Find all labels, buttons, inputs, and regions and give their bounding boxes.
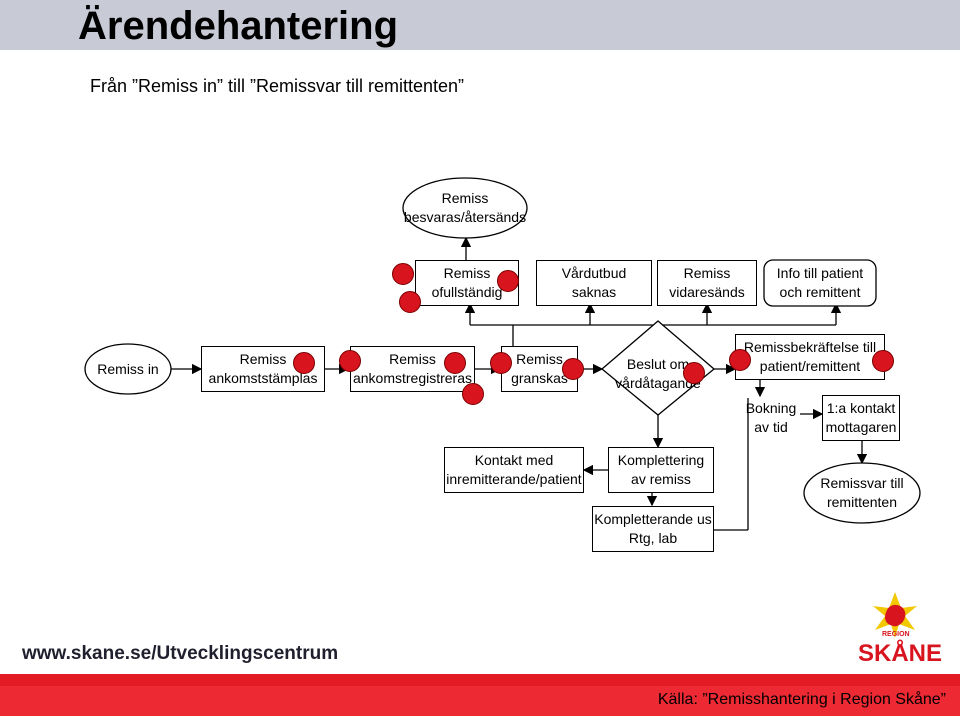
footer-band-lower bbox=[0, 686, 960, 716]
page-subtitle: Från ”Remiss in” till ”Remissvar till re… bbox=[90, 76, 465, 96]
marker-dot bbox=[497, 270, 519, 292]
marker-dot bbox=[444, 352, 466, 374]
marker-dot bbox=[462, 383, 484, 405]
node-remissvar-shape bbox=[803, 462, 921, 524]
marker-dot bbox=[490, 352, 512, 374]
logo-name-text: SKÅNE bbox=[858, 640, 943, 667]
marker-dot bbox=[392, 263, 414, 285]
marker-dot bbox=[293, 352, 315, 374]
page-title: Ärendehantering bbox=[78, 4, 399, 48]
node-info-shape bbox=[763, 259, 877, 307]
node-beslut-shape bbox=[600, 320, 716, 416]
marker-dot bbox=[683, 362, 705, 384]
node-remiss-in-shape bbox=[84, 343, 172, 395]
node-remiss-in: Remiss in bbox=[97, 361, 159, 377]
marker-dot bbox=[562, 358, 584, 380]
node-besvaras-shape bbox=[402, 177, 528, 239]
logo-region-text: REGION bbox=[882, 631, 910, 638]
marker-dot bbox=[399, 291, 421, 313]
header-band bbox=[0, 0, 960, 50]
marker-dot bbox=[339, 350, 361, 372]
source-note: Källa: ”Remisshantering i Region Skåne” bbox=[657, 691, 946, 708]
footer-url[interactable]: www.skane.se/Utvecklingscentrum bbox=[22, 643, 339, 664]
marker-dot bbox=[729, 349, 751, 371]
region-skane-logo-icon bbox=[873, 592, 917, 638]
marker-dot bbox=[872, 350, 894, 372]
